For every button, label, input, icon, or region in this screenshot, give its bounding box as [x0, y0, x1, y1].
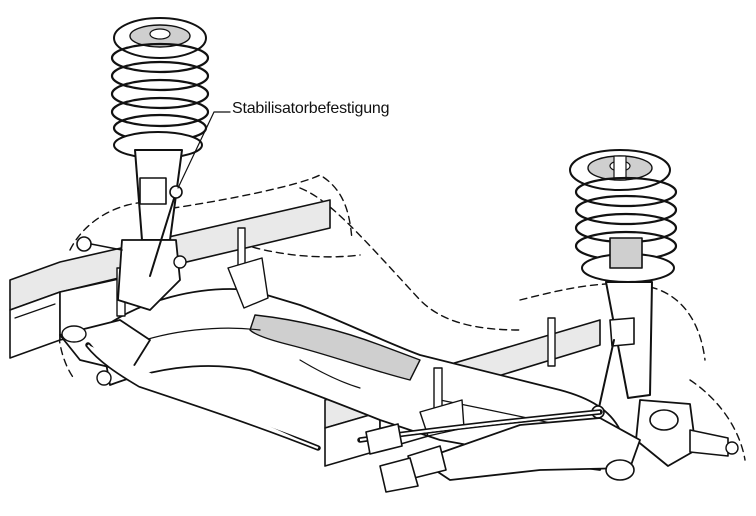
left-lower-control-arm	[59, 319, 151, 386]
callout-leader	[177, 111, 231, 189]
right-strut-assembly	[569, 149, 739, 467]
left-strut-assembly	[76, 17, 210, 311]
stabilizer-mount-label: Stabilisatorbefestigung	[232, 100, 390, 117]
stabilizer-bar	[85, 342, 603, 455]
right-lower-control-arm	[379, 417, 641, 493]
left-stabilizer-link	[149, 185, 183, 277]
right-stabilizer-link	[591, 339, 615, 419]
